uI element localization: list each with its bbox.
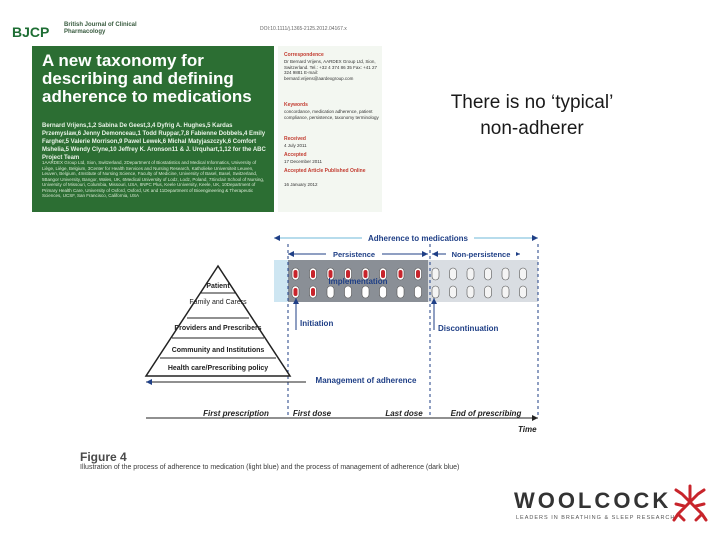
quote-text: There is no ‘typical’ non-adherer xyxy=(420,90,644,142)
pill-slot xyxy=(449,285,457,299)
pill xyxy=(311,270,315,278)
adherence-diagram: Adherence to medications Persistence Non… xyxy=(144,232,539,434)
journal-name: British Journal of Clinical Pharmacology xyxy=(64,22,137,35)
journal-logo: BJCP xyxy=(12,24,50,40)
non-persistence-label: Non-persistence xyxy=(452,250,511,259)
pill xyxy=(381,270,385,278)
pyramid-policy: Health care/Prescribing policy xyxy=(168,365,268,372)
pill-slot xyxy=(431,285,440,299)
pill-slot xyxy=(431,267,440,281)
pill xyxy=(416,270,420,278)
implementation-label: Implementation xyxy=(328,277,387,286)
article-affiliations: 1AARDEX Group Ltd, Sion, Switzerland, 2D… xyxy=(42,160,265,198)
pill xyxy=(398,270,403,278)
woolcock-tagline: LEADERS IN BREATHING & SLEEP RESEARCH xyxy=(516,515,676,521)
management-label-bg xyxy=(306,374,424,386)
figure-caption: Illustration of the process of adherence… xyxy=(80,464,460,471)
time-label: Time xyxy=(518,425,537,434)
received-text: 4 July 2011 xyxy=(284,143,307,148)
accepted-label: Accepted xyxy=(284,152,307,158)
discontinuation-label: Discontinuation xyxy=(438,324,499,333)
keywords-text: concordance, medication adherence, patie… xyxy=(284,109,379,120)
pill-slot xyxy=(449,267,457,281)
journal-title-panel xyxy=(32,46,274,212)
accepted-text: 17 December 2011 xyxy=(284,159,322,164)
correspondence-label: Correspondence xyxy=(284,52,324,58)
pyramid-family: Family and Carers xyxy=(189,299,247,306)
pill xyxy=(293,288,298,296)
received-label: Received xyxy=(284,136,306,142)
journal-article-image: BJCP British Journal of Clinical Pharmac… xyxy=(8,18,382,212)
published-text: 16 January 2012 xyxy=(284,182,318,187)
timeline-first-prescription: First prescription xyxy=(203,409,269,418)
pill xyxy=(293,270,298,278)
pill-slot xyxy=(501,285,510,299)
pyramid xyxy=(144,264,292,377)
pyramid-providers: Providers and Prescribers xyxy=(174,325,261,332)
woolcock-logo: WOOLCOCK LEADERS IN BREATHING & SLEEP RE… xyxy=(514,484,714,528)
pill-slot xyxy=(484,267,492,281)
woolcock-lung-icon xyxy=(672,484,708,522)
pill xyxy=(363,270,368,278)
pill xyxy=(311,288,315,296)
pill-slot xyxy=(501,267,510,281)
management-label: Management of adherence xyxy=(316,376,417,385)
pill-row xyxy=(291,267,527,299)
timeline-last-dose: Last dose xyxy=(385,409,423,418)
adherence-label-bg xyxy=(362,232,474,244)
pill-slot xyxy=(361,285,370,299)
published-label: Accepted Article Published Online xyxy=(284,168,366,174)
pill-slot xyxy=(414,285,422,299)
pill-slot xyxy=(484,285,492,299)
quote-line-1: There is no ‘typical’ xyxy=(450,92,614,113)
timeline-end-of-prescribing: End of prescribing xyxy=(451,409,522,418)
figure-title: Figure 4 xyxy=(80,450,127,464)
pill-slot xyxy=(396,285,405,299)
article-title: A new taxonomy for describing and defini… xyxy=(42,51,252,106)
pill xyxy=(346,270,350,278)
article-sidebar: Correspondence Dr Bernard Vrijens, AARDE… xyxy=(278,46,382,212)
pill-slot xyxy=(466,267,475,281)
pill-slot xyxy=(519,285,527,299)
woolcock-wordmark: WOOLCOCK xyxy=(514,488,672,513)
pill-slot xyxy=(466,285,475,299)
non-persistence-label-bg xyxy=(446,249,516,259)
pyramid-community: Community and Institutions xyxy=(172,347,265,354)
pill-slot xyxy=(326,285,335,299)
pill xyxy=(328,270,333,278)
article-authors: Bernard Vrijens,1,2 Sabina De Geest,3,4 … xyxy=(42,123,266,161)
persistence-label: Persistence xyxy=(333,250,375,259)
timeline-first-dose: First dose xyxy=(293,409,332,418)
keywords-label: Keywords xyxy=(284,102,308,108)
pill-slot xyxy=(344,285,352,299)
adherence-label: Adherence to medications xyxy=(368,234,469,243)
pill-slot xyxy=(519,267,527,281)
persistence-label-bg xyxy=(326,249,382,259)
pill-slot xyxy=(379,285,387,299)
initiation-label: Initiation xyxy=(300,319,333,328)
pyramid-patient: Patient xyxy=(206,283,230,290)
correspondence-text: Dr Bernard Vrijens, AARDEX Group Ltd, Si… xyxy=(284,59,377,81)
journal-doi: DOI:10.1111/j.1365-2125.2012.04167.x xyxy=(260,26,347,32)
quote-line-2: non-adherer xyxy=(480,118,584,139)
